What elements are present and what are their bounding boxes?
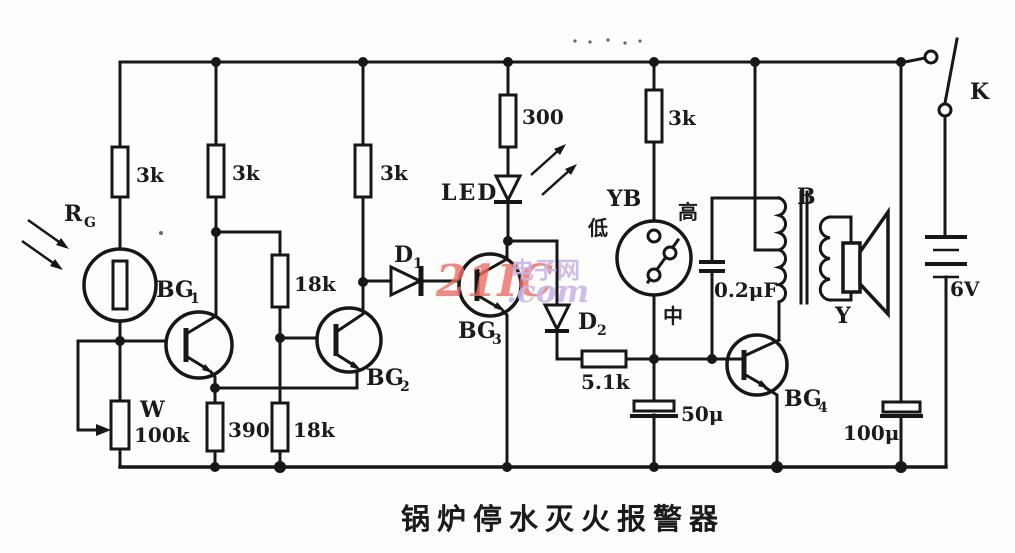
transistor-bg2-sub: 2 xyxy=(400,379,410,395)
transistor-bg4-sub: 4 xyxy=(818,400,828,416)
diode-d2-label: D xyxy=(578,309,597,335)
resistor-300: 300 xyxy=(498,60,564,178)
transistor-bg2: BG 2 xyxy=(315,277,410,395)
watermark: 21IC 电子网 .com xyxy=(435,256,589,310)
yb-low-label: 低 xyxy=(587,216,608,240)
power-switch-k: K xyxy=(923,37,990,239)
resistor-3k-yb: 3k xyxy=(644,60,697,224)
diode-d1-label: D xyxy=(394,242,413,268)
yb-mid-label: 中 xyxy=(663,304,683,328)
diode-d2-sub: 2 xyxy=(597,323,607,339)
resistor-3k-3-label: 3k xyxy=(380,161,409,185)
capacitor-0.2uf: 0.2μF xyxy=(699,196,781,361)
transistor-bg2-label: BG xyxy=(366,365,404,391)
watermark-brand: 21IC xyxy=(435,256,553,307)
resistor-3k-1-label: 3k xyxy=(136,163,165,187)
resistor-390-label: 390 xyxy=(228,418,270,442)
resistor-18k-upper: 18k xyxy=(270,230,337,340)
transistor-bg1: BG 1 xyxy=(156,230,234,390)
resistor-3k-3: 3k xyxy=(353,60,409,284)
switch-k-label: K xyxy=(970,79,990,105)
battery-6v-label: 6V xyxy=(950,277,980,301)
yb-high-label: 高 xyxy=(678,200,698,224)
junction-dots xyxy=(210,57,907,473)
transistor-bg1-sub: 1 xyxy=(190,291,200,307)
capacitor-50u: 50μ xyxy=(630,357,723,469)
resistor-3k-yb-label: 3k xyxy=(668,106,697,130)
potentiometer-w-100k: W 100k xyxy=(109,397,191,469)
photoresistor-rg-label: R xyxy=(64,201,83,227)
top-power-rail xyxy=(118,56,927,64)
capacitor-100u: 100μ xyxy=(843,60,923,469)
watermark-site-name: 电子网 xyxy=(511,258,580,284)
resistor-3k-1: 3k xyxy=(110,60,165,251)
transistor-bg4-label: BG xyxy=(784,386,822,412)
transistor-bg3-label: BG xyxy=(458,318,496,344)
potentiometer-value: 100k xyxy=(134,423,191,447)
resistor-3k-2-label: 3k xyxy=(232,161,261,185)
photoresistor-rg-sub: G xyxy=(84,215,96,231)
diode-d2: D 2 xyxy=(506,239,607,361)
capacitor-50u-label: 50μ xyxy=(681,402,723,426)
photoresistor-rg: R G xyxy=(21,201,158,343)
transistor-bg3: BG 3 xyxy=(457,239,523,469)
transformer-b-label: B xyxy=(797,184,816,210)
resistor-18k-upper-label: 18k xyxy=(294,272,337,296)
battery-6v: 6V xyxy=(925,235,980,469)
diode-d1-sub: 1 xyxy=(413,256,423,272)
scan-specks xyxy=(159,38,642,235)
resistor-5k1: 5.1k xyxy=(580,349,729,394)
resistor-18k-lower-label: 18k xyxy=(293,418,336,442)
transformer-b: B xyxy=(753,60,853,342)
circuit-caption: 锅炉停水灭火报警器 xyxy=(401,502,725,536)
resistor-3k-2: 3k xyxy=(206,60,282,237)
speaker-y-label: Y xyxy=(834,303,851,329)
yb-label: YB xyxy=(606,186,641,212)
speaker-y: Y xyxy=(834,206,890,329)
resistor-300-label: 300 xyxy=(522,105,564,129)
transistor-bg4: BG 4 xyxy=(725,333,828,469)
capacitor-100u-label: 100μ xyxy=(843,421,899,445)
resistor-5k1-label: 5.1k xyxy=(581,370,631,394)
diode-d1: D 1 xyxy=(361,242,479,298)
watermark-suffix: .com xyxy=(506,274,589,310)
potentiometer-name: W xyxy=(139,397,165,423)
transistor-bg3-sub: 3 xyxy=(492,332,502,348)
transistor-bg1-label: BG xyxy=(156,277,194,303)
led-label: LED xyxy=(441,180,498,206)
led: LED xyxy=(441,144,577,246)
resistor-390: 390 xyxy=(205,367,359,469)
water-level-switch-yb: YB 低 高 中 xyxy=(587,186,698,361)
capacitor-0.2uf-label: 0.2μF xyxy=(714,278,778,302)
